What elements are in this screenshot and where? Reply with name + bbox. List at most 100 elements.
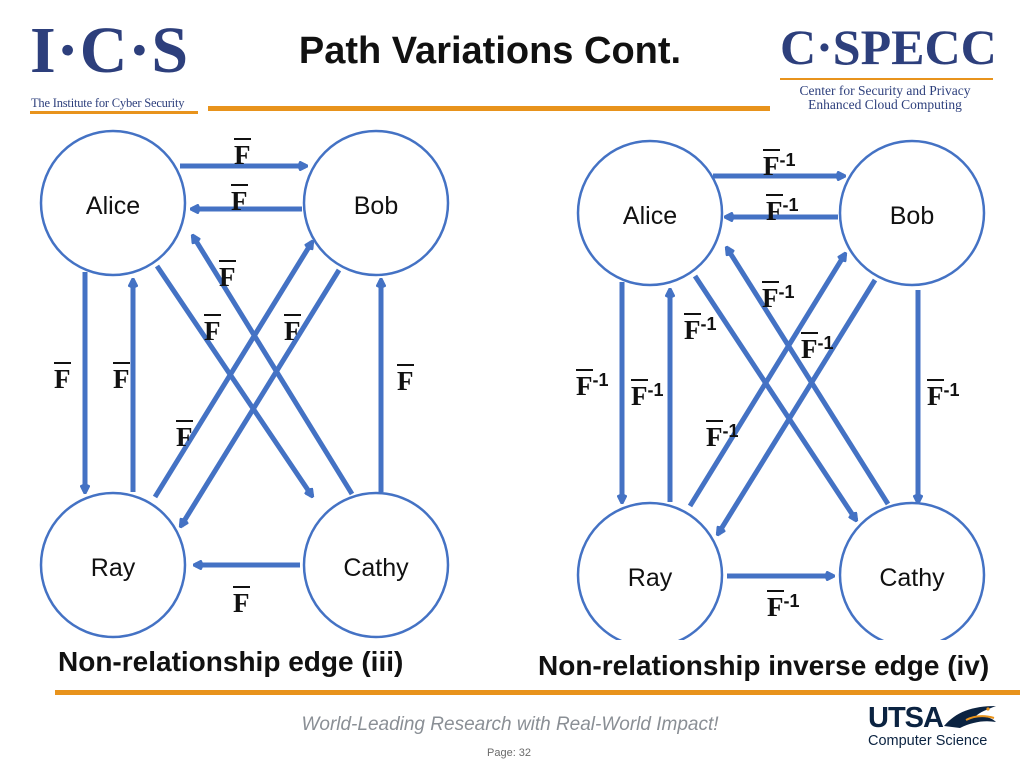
title-underline (208, 106, 770, 111)
edge-label: F (234, 138, 251, 170)
footer-tagline: World-Leading Research with Real-World I… (301, 714, 719, 735)
edge-label-text: F (763, 151, 780, 181)
inverse-edge-label: F-1 (767, 590, 800, 622)
edge-label-text: F (397, 366, 414, 396)
edge-label: F (219, 260, 236, 292)
node-bob (302, 129, 450, 277)
edge-label: F (233, 586, 250, 618)
ics-logo: I·C·S (30, 14, 190, 87)
edge-label: F (284, 314, 301, 346)
edge-label-text: F (766, 196, 783, 226)
edge-label: F (54, 362, 71, 394)
edge-label-sup: -1 (701, 314, 717, 334)
edge-label-text: F (204, 316, 221, 346)
cspecc-logo: C·SPECC (780, 19, 997, 75)
edge-label: F (113, 362, 130, 394)
svg-text:F-1: F-1 (763, 150, 796, 181)
edge-label-sup: -1 (779, 282, 795, 302)
edge-label-text: F (576, 371, 593, 401)
edge-label-text: F (684, 315, 701, 345)
edge-ray-to-bob (152, 242, 312, 499)
node-label-alice: Alice (623, 202, 677, 230)
node-cathy (302, 491, 450, 639)
node-cathy (838, 501, 986, 640)
utsa-logo: UTSA (868, 702, 944, 734)
footer-divider (55, 690, 1020, 695)
edge-label-text: F (231, 186, 248, 216)
inverse-edge-label: F-1 (684, 313, 717, 345)
edge-label-text: F (767, 592, 784, 622)
inverse-edge-label: F-1 (801, 332, 834, 364)
cspecc-underline (780, 78, 993, 80)
cspecc-subtitle-line2: Enhanced Cloud Computing (808, 97, 962, 112)
node-ray (576, 501, 724, 640)
node-bob (838, 139, 986, 287)
inverse-edge-label: F-1 (706, 420, 739, 452)
roadrunner-icon (944, 706, 996, 728)
edge-label-text: F (234, 140, 251, 170)
svg-text:F-1: F-1 (801, 333, 834, 364)
edge-label-sup: -1 (648, 380, 664, 400)
edge-label-sup: -1 (723, 421, 739, 441)
diagram-right: Alice Bob Ray Cathy F-1 F-1 F-1 F-1 F-1 … (576, 139, 986, 640)
node-label-bob: Bob (354, 192, 398, 220)
node-label-bob: Bob (890, 202, 934, 230)
edge-label: F (204, 314, 221, 346)
edge-ray-to-bob (687, 254, 845, 508)
node-label-ray: Ray (91, 554, 136, 582)
caption-left: Non-relationship edge (iii) (58, 646, 404, 677)
edge-label-text: F (54, 364, 71, 394)
node-ray (39, 491, 187, 639)
page-title: Path Variations Cont. (298, 30, 682, 72)
svg-text:F-1: F-1 (762, 282, 795, 313)
edge-label-text: F (233, 588, 250, 618)
edge-bob-to-ray (181, 268, 342, 526)
cspecc-subtitle-line1: Center for Security and Privacy (799, 83, 971, 98)
cspecc-subtitle: Center for Security and Privacy Enhanced… (774, 84, 996, 112)
edge-label-text: F (284, 316, 301, 346)
node-label-ray: Ray (628, 564, 673, 592)
path-diagrams: Alice Bob Ray Cathy F F F F F F F F F F (39, 129, 986, 640)
edge-label-text: F (927, 381, 944, 411)
edge-label-sup: -1 (818, 333, 834, 353)
edge-label-text: F (631, 381, 648, 411)
edge-label-sup: -1 (944, 380, 960, 400)
edge-label-text: F (219, 262, 236, 292)
inverse-edge-label: F-1 (766, 194, 799, 226)
page-number: Page: 32 (487, 747, 532, 759)
inverse-edge-label: F-1 (927, 379, 960, 411)
edge-label-text: F (113, 364, 130, 394)
caption-right: Non-relationship inverse edge (iv) (538, 650, 990, 681)
svg-text:F-1: F-1 (631, 380, 664, 411)
ics-underline (30, 111, 198, 114)
svg-text:F-1: F-1 (684, 314, 717, 345)
edge-label-sup: -1 (780, 150, 796, 170)
inverse-edge-label: F-1 (631, 379, 664, 411)
edge-label: F (397, 364, 414, 396)
svg-text:F-1: F-1 (927, 380, 960, 411)
inverse-edge-label: F-1 (762, 281, 795, 313)
edge-bob-to-ray (718, 278, 878, 534)
utsa-department: Computer Science (868, 733, 988, 749)
svg-text:F-1: F-1 (767, 591, 800, 622)
diagram-left: Alice Bob Ray Cathy F F F F F F F F F F (39, 129, 450, 639)
edge-label: F (231, 184, 248, 216)
edge-label-text: F (762, 283, 779, 313)
edge-label-text: F (801, 334, 818, 364)
node-label-alice: Alice (86, 192, 140, 220)
edge-cathy-to-alice (193, 236, 355, 496)
edge-alice-to-cathy (154, 264, 312, 496)
edge-label-sup: -1 (593, 370, 609, 390)
node-label-cathy: Cathy (879, 564, 945, 592)
edge-label-sup: -1 (784, 591, 800, 611)
svg-text:F-1: F-1 (766, 195, 799, 226)
svg-text:F-1: F-1 (706, 421, 739, 452)
edge-label-sup: -1 (783, 195, 799, 215)
ics-subtitle: The Institute for Cyber Security (31, 96, 185, 110)
inverse-edge-label: F-1 (763, 149, 796, 181)
inverse-edge-label: F-1 (576, 369, 609, 401)
node-label-cathy: Cathy (343, 554, 409, 582)
edge-label: F (176, 420, 193, 452)
edge-alice-to-cathy (692, 274, 856, 520)
svg-text:F-1: F-1 (576, 370, 609, 401)
